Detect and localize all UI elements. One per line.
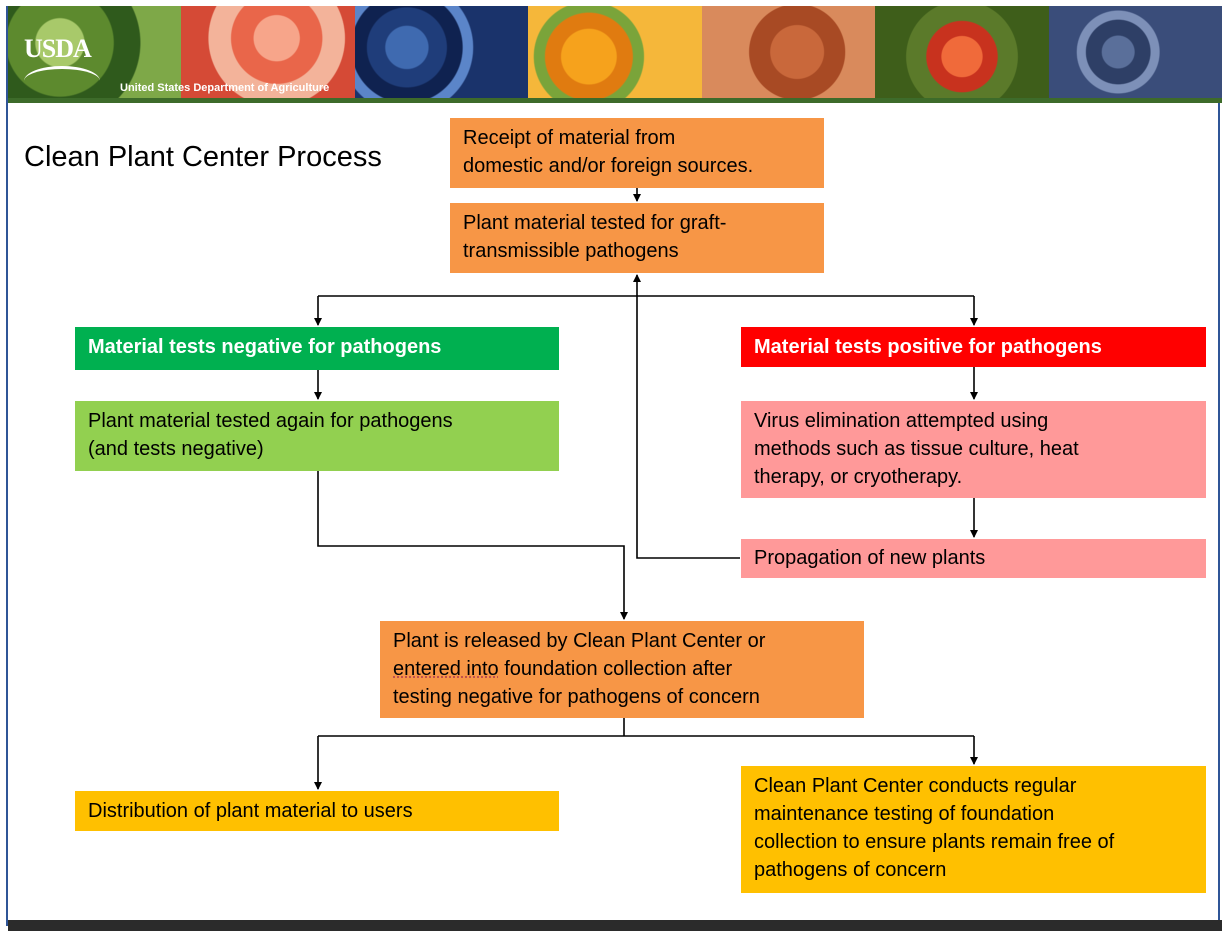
banner-photo-grapes <box>1048 6 1222 98</box>
step-tested-graft-line-2: transmissible pathogens <box>463 240 679 262</box>
step-propagation: Propagation of new plants <box>741 539 1206 578</box>
banner-photo-sweet-potato <box>701 6 876 98</box>
step-released: Plant is released by Clean Plant Center … <box>380 621 864 718</box>
step-maintenance-line-4: pathogens of concern <box>754 859 947 881</box>
step-released-line-1: Plant is released by Clean Plant Center … <box>393 630 766 652</box>
step-virus-elimination-line-1: Virus elimination attempted using <box>754 410 1049 432</box>
usda-logo-swoosh-icon <box>24 66 100 81</box>
step-maintenance-line-1: Clean Plant Center conducts regular <box>754 775 1077 797</box>
step-tested-graft-line-1: Plant material tested for graft- <box>463 212 727 234</box>
banner-stripe <box>8 98 1222 103</box>
step-released-line-3: testing negative for pathogens of concer… <box>393 686 760 708</box>
step-tested-again-line-1: Plant material tested again for pathogen… <box>88 410 453 432</box>
step-virus-elimination-line-2: methods such as tissue culture, heat <box>754 438 1079 460</box>
banner-photo-oranges <box>528 6 702 98</box>
step-distribution-label: Distribution of plant material to users <box>88 800 413 822</box>
result-positive: Material tests positive for pathogens <box>741 327 1206 367</box>
step-maintenance: Clean Plant Center conducts regular main… <box>741 766 1206 893</box>
step-receipt-line-2: domestic and/or foreign sources. <box>463 155 754 177</box>
step-receipt: Receipt of material from domestic and/or… <box>450 118 824 188</box>
step-released-emphasis: entered into <box>393 658 499 680</box>
usda-banner: USDA United States Department of Agricul… <box>8 6 1222 98</box>
step-released-line-2: entered into foundation collection after <box>393 655 851 683</box>
result-negative-label: Material tests negative for pathogens <box>88 336 442 358</box>
banner-photo-rose <box>181 6 355 98</box>
step-maintenance-line-3: collection to ensure plants remain free … <box>754 831 1115 853</box>
page-title: Clean Plant Center Process <box>24 141 382 173</box>
result-positive-label: Material tests positive for pathogens <box>754 336 1102 358</box>
step-tested-again-line-2: (and tests negative) <box>88 438 264 460</box>
step-virus-elimination: Virus elimination attempted using method… <box>741 401 1206 498</box>
arrow-propagation-loop-back <box>633 274 740 559</box>
step-maintenance-line-2: maintenance testing of foundation <box>754 803 1055 825</box>
banner-photo-blueberries <box>354 6 529 98</box>
arrow-retest-to-release <box>317 471 628 620</box>
step-propagation-label: Propagation of new plants <box>754 547 986 569</box>
slide-frame <box>6 6 1220 926</box>
step-released-line-2-rest: foundation collection after <box>498 658 733 680</box>
step-distribution: Distribution of plant material to users <box>75 791 559 831</box>
banner-photo-greens <box>8 6 182 98</box>
banner-photo-peach <box>875 6 1049 98</box>
step-receipt-line-1: Receipt of material from <box>463 127 676 149</box>
step-virus-elimination-line-3: therapy, or cryotherapy. <box>754 466 963 488</box>
step-tested-graft: Plant material tested for graft- transmi… <box>450 203 824 273</box>
usda-org-name: United States Department of Agriculture <box>120 82 330 94</box>
step-tested-again: Plant material tested again for pathogen… <box>75 401 559 471</box>
result-negative: Material tests negative for pathogens <box>75 327 559 370</box>
bottom-bar <box>8 920 1222 931</box>
usda-logo: USDA <box>24 34 92 63</box>
